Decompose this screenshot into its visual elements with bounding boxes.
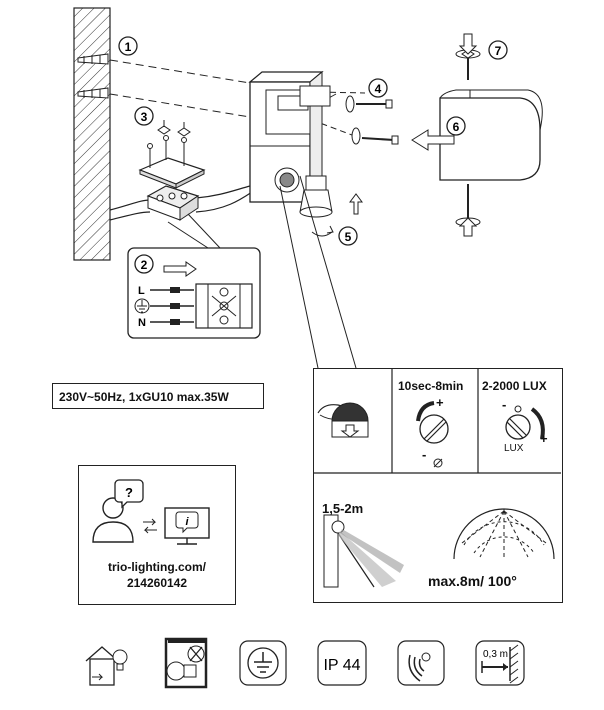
indoor-bulb-icon — [82, 637, 128, 689]
ip-rating-label: IP 44 — [323, 657, 360, 674]
mount-height-label: 1,5-2m — [322, 501, 364, 516]
installation-diagram: 1 2 3 4 5 6 7 L N — [73, 7, 543, 369]
info-url-line1: trio-lighting.com/ — [108, 560, 206, 574]
info-letter: i — [185, 516, 189, 528]
min-distance-icon: 0,3 m — [474, 637, 525, 689]
no-covering-icon — [160, 637, 208, 689]
top-screw — [455, 33, 481, 80]
wall — [73, 7, 111, 261]
time-plus: + — [436, 395, 444, 410]
lux-plus: + — [540, 431, 548, 446]
step-markers: 1 2 3 4 5 6 7 — [118, 36, 508, 274]
info-url-line2: 214260142 — [126, 576, 188, 590]
step-label: 7 — [495, 44, 502, 58]
step-label: 6 — [453, 120, 460, 134]
sensor-settings-panel: 10sec-8min 2-2000 LUX + - - + LUX 1,5-2m… — [313, 368, 563, 603]
step-label: 3 — [141, 110, 148, 124]
min-distance-label: 0,3 m — [483, 649, 508, 660]
wall-plug-top — [77, 53, 109, 65]
screw-set — [345, 95, 399, 145]
wire-label-live: L — [138, 285, 145, 297]
cover-cap — [439, 89, 543, 181]
person-screen-icon: ? i — [92, 479, 210, 545]
spec-label: 230V~50Hz, 1xGU10 max.35W — [52, 383, 264, 409]
bottom-screw — [455, 184, 481, 237]
ip-rating-icon: IP 44 — [316, 637, 367, 689]
info-card: ? i trio-lighting.com/ 214260142 — [78, 465, 236, 605]
time-minus: - — [422, 447, 427, 462]
wall-plug-bottom — [77, 87, 109, 99]
motion-sensor-icon — [396, 637, 445, 689]
time-range-label: 10sec-8min — [398, 379, 464, 393]
step-label: 2 — [141, 258, 148, 272]
terminal-block — [146, 185, 200, 221]
mains-cable — [109, 185, 253, 221]
luminaire-housing — [248, 70, 337, 204]
question-mark: ? — [125, 485, 133, 500]
lux-range-label: 2-2000 LUX — [482, 379, 547, 393]
step-label: 4 — [375, 82, 382, 96]
protective-earth-icon — [238, 637, 287, 689]
mounting-plate — [138, 120, 206, 189]
step-label: 1 — [125, 40, 132, 54]
wire-label-neutral: N — [138, 317, 146, 329]
detection-range-label: max.8m/ 100° — [428, 573, 517, 589]
wiring-detail — [127, 247, 261, 339]
step-label: 5 — [345, 230, 352, 244]
gu10-lamp — [299, 175, 333, 218]
sensor-panel-graphics — [314, 369, 561, 588]
lux-small-label: LUX — [504, 443, 524, 454]
lux-minus: - — [502, 397, 507, 412]
